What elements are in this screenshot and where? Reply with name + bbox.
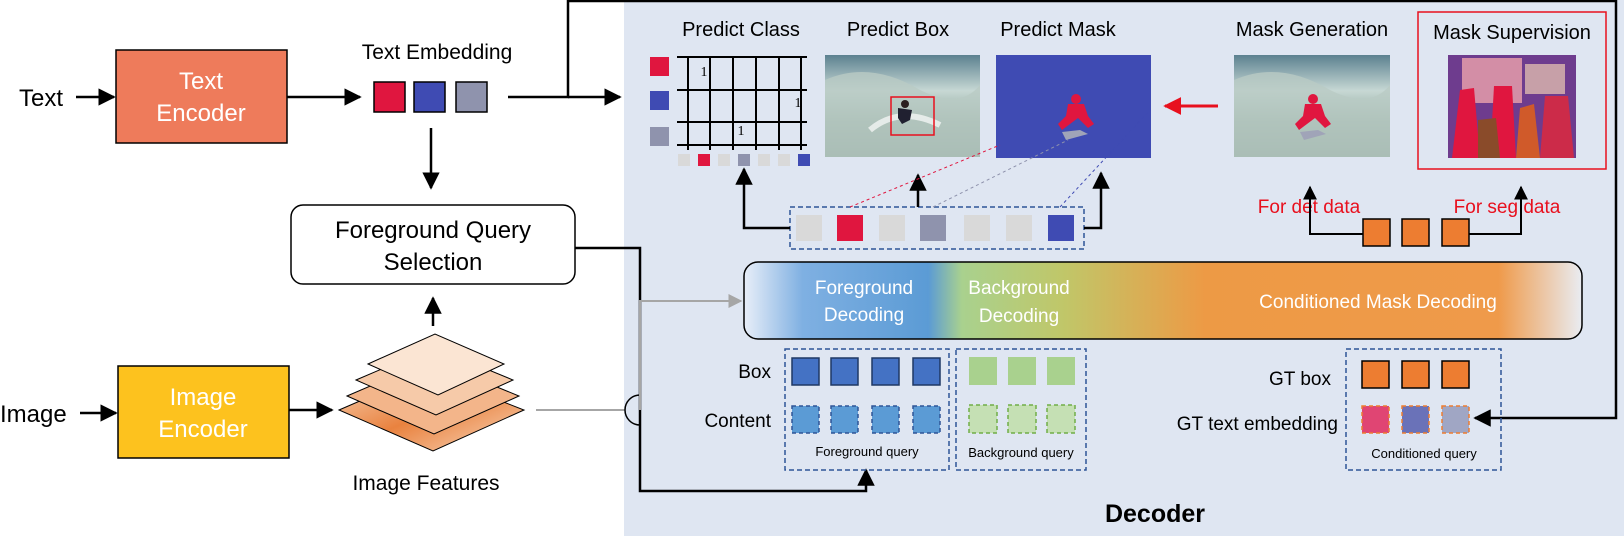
mask-supervision-title: Mask Supervision [1433,22,1591,44]
image-encoder-box [117,365,290,459]
text-encoder-box [115,49,288,144]
predict-class-title: Predict Class [682,19,800,41]
gt-query-token-1 [1362,218,1391,247]
gt-text-embedding-row-label: GT text embedding [1177,414,1338,435]
text-encoder-label-line2: Encoder [156,100,245,127]
class-match-3: 1 [738,124,745,139]
conditioned-mask-decoding-label: Conditioned Mask Decoding [1259,292,1497,313]
gt-box-row-label: GT box [1269,369,1331,390]
image-encoder-label-line2: Encoder [158,416,247,443]
mask-supervision-image [1448,55,1576,158]
predict-box-image [825,55,980,157]
class-row-blue [650,91,669,110]
background-query-group [955,348,1087,471]
selected-queries-tokens [796,215,1074,241]
box-row-label: Box [738,362,771,383]
decoder-layers-bar [743,261,1583,340]
content-row-label: Content [704,411,771,432]
foreground-query-selection-box [290,204,576,285]
gt-to-mask-supervision-connector [1469,185,1528,235]
features-line-hop-lower [624,409,641,426]
embedding-to-decoder-connector [508,0,1618,427]
gt-to-mask-generation-connector [1303,185,1363,235]
background-query-label: Background query [968,445,1074,460]
class-row-gray [650,127,669,146]
class-query-strip [678,154,810,166]
predict-mask-title: Predict Mask [1000,19,1117,41]
foreground-decoding-line1: Foreground [815,278,913,299]
predict-mask-image [996,55,1151,158]
seg-data-label: For seg data [1454,197,1561,218]
image-features-stack [337,333,526,452]
mask-generation-title: Mask Generation [1236,19,1388,41]
text-embedding-token-3 [455,81,488,113]
text-embedding-token-2 [413,81,446,113]
mask-generation-image [1234,55,1390,157]
foreground-decoding-line2: Decoding [824,305,904,326]
mask-supervision-frame [1417,11,1607,170]
text-embedding-token-1 [373,81,406,113]
foreground-content-queries [791,405,941,434]
background-content-queries [968,404,1076,434]
text-embedding-label: Text Embedding [362,41,513,64]
selection-to-foreground-query-connector [575,246,875,493]
background-decoding-line2: Decoding [979,306,1059,327]
queries-to-predict-mask-connector [1084,171,1110,230]
foreground-query-label: Foreground query [815,444,919,459]
features-to-decoder-connector [639,294,743,410]
background-decoding-line1: Background [968,278,1069,299]
text-encoder-label-line1: Text [179,68,223,95]
conditioned-query-label: Conditioned query [1371,446,1477,461]
image-encoder-label-line1: Image [170,384,237,411]
gt-query-token-2 [1401,218,1430,247]
foreground-query-group [784,348,950,471]
foreground-box-queries [791,357,941,386]
features-line-hop [624,394,641,411]
background-box-queries [969,357,1075,385]
gt-query-token-3 [1441,218,1470,247]
text-input-label: Text [19,85,63,112]
foreground-query-selection-line1: Foreground Query [335,217,531,244]
conditioned-query-group [1345,348,1502,471]
class-match-1: 1 [701,65,708,80]
class-row-red [650,57,669,76]
gt-box-queries [1361,360,1470,389]
class-matrix-grid [677,56,807,150]
foreground-query-selection-line2: Selection [384,249,483,276]
gt-text-embedding-queries [1361,405,1470,434]
class-match-2: 1 [795,96,802,111]
image-input-label: Image [0,401,67,428]
decoder-title: Decoder [1105,500,1205,528]
queries-to-predict-class-connector [735,167,790,230]
det-data-label: For det data [1258,197,1361,218]
predict-box-title: Predict Box [847,19,949,41]
image-features-label: Image Features [352,472,499,495]
query-mask-dot-products [849,109,1151,208]
